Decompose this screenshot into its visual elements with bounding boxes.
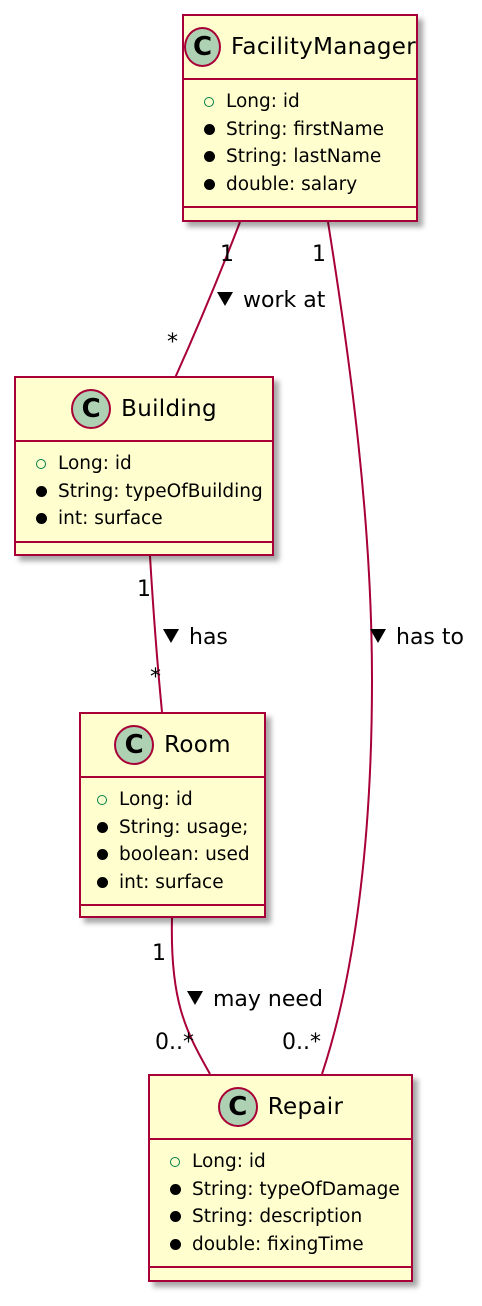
has-to-from-multiplicity: 1 [312,242,326,267]
attribute-list: Long: id String: usage; boolean: used in… [81,778,264,906]
attribute-text: String: typeOfBuilding [58,480,263,502]
work-at-to-multiplicity: * [167,330,178,355]
attribute-row: String: typeOfDamage [166,1176,411,1204]
class-c-icon: C [217,1087,258,1127]
attribute-list: Long: id String: typeOfDamage String: de… [150,1140,411,1268]
edge-has [149,555,163,713]
class-building[interactable]: C Building Long: id String: typeOfBuildi… [14,376,274,556]
private-visibility-icon [200,178,218,190]
attribute-text: Long: id [192,1151,266,1173]
work-at-label-group: work at [217,288,325,313]
attribute-text: String: lastName [226,146,382,168]
attribute-text: int: surface [58,508,163,530]
attribute-list: Long: id String: firstName String: lastN… [184,80,416,208]
attribute-row: String: lastName [200,143,416,171]
method-list [184,208,416,222]
method-list [81,906,264,920]
class-facility-manager[interactable]: C FacilityManager Long: id String: first… [182,14,418,222]
class-header: C Repair [150,1076,411,1140]
class-name: Building [121,396,217,422]
has-to-to-multiplicity: 0..* [282,1030,321,1055]
private-visibility-icon [166,1238,184,1250]
method-list [16,543,272,557]
private-visibility-icon [32,513,50,525]
edge-work-at [174,221,241,379]
edge-may-need [170,917,211,1075]
attribute-row: Long: id [93,786,264,814]
attribute-text: String: description [192,1206,363,1228]
may-need-to-multiplicity: 0..* [155,1030,194,1055]
arrow-down-icon [187,991,203,1005]
private-visibility-icon [200,151,218,163]
attribute-text: boolean: used [119,844,250,866]
private-visibility-icon [166,1183,184,1195]
private-visibility-icon [93,849,111,861]
has-from-multiplicity: 1 [137,577,151,602]
has-label-group: has [163,625,228,650]
attribute-list: Long: id String: typeOfBuilding int: sur… [16,442,272,543]
may-need-from-multiplicity: 1 [152,941,166,966]
public-visibility-icon [166,1156,184,1167]
class-c-icon: C [184,27,222,67]
may-need-label: may need [213,987,323,1012]
has-to-label: has to [396,625,464,650]
class-header: C Room [81,714,264,778]
attribute-text: String: firstName [226,118,385,140]
attribute-text: Long: id [226,91,300,113]
attribute-row: String: usage; [93,814,264,842]
attribute-row: int: surface [93,869,264,897]
arrow-down-icon [217,292,233,306]
class-name: Repair [267,1094,344,1120]
attribute-text: double: fixingTime [192,1233,364,1255]
class-room[interactable]: C Room Long: id String: usage; boolean: … [79,712,266,918]
class-header: C Building [16,378,272,442]
has-label: has [189,625,228,650]
attribute-row: double: fixingTime [166,1231,411,1259]
public-visibility-icon [32,458,50,469]
class-name: Room [164,732,231,758]
arrow-down-icon [163,629,179,643]
class-repair[interactable]: C Repair Long: id String: typeOfDamage S… [148,1074,413,1282]
attribute-row: String: firstName [200,116,416,144]
private-visibility-icon [200,123,218,135]
class-header: C FacilityManager [184,16,416,80]
class-name: FacilityManager [231,34,416,60]
may-need-label-group: may need [187,987,323,1012]
has-to-multiplicity: * [150,665,161,690]
attribute-text: double: salary [226,173,358,195]
private-visibility-icon [166,1211,184,1223]
attribute-text: Long: id [58,453,132,475]
class-c-icon: C [114,725,155,765]
attribute-row: String: typeOfBuilding [32,478,272,506]
attribute-text: String: typeOfDamage [192,1178,400,1200]
has-to-label-group: has to [370,625,464,650]
private-visibility-icon [93,876,111,888]
attribute-text: Long: id [119,789,193,811]
class-c-icon: C [71,389,112,429]
attribute-row: Long: id [32,450,272,478]
private-visibility-icon [32,485,50,497]
edge-has-to [321,221,374,1075]
method-list [150,1268,411,1282]
work-at-label: work at [243,288,326,313]
private-visibility-icon [93,821,111,833]
attribute-text: String: usage; [119,816,249,838]
attribute-row: double: salary [200,171,416,199]
arrow-down-icon [370,629,386,643]
attribute-row: String: description [166,1203,411,1231]
attribute-row: Long: id [200,88,416,116]
attribute-row: Long: id [166,1148,411,1176]
public-visibility-icon [93,794,111,805]
work-at-from-multiplicity: 1 [220,242,234,267]
attribute-row: boolean: used [93,841,264,869]
public-visibility-icon [200,96,218,107]
attribute-row: int: surface [32,505,272,533]
attribute-text: int: surface [119,871,224,893]
